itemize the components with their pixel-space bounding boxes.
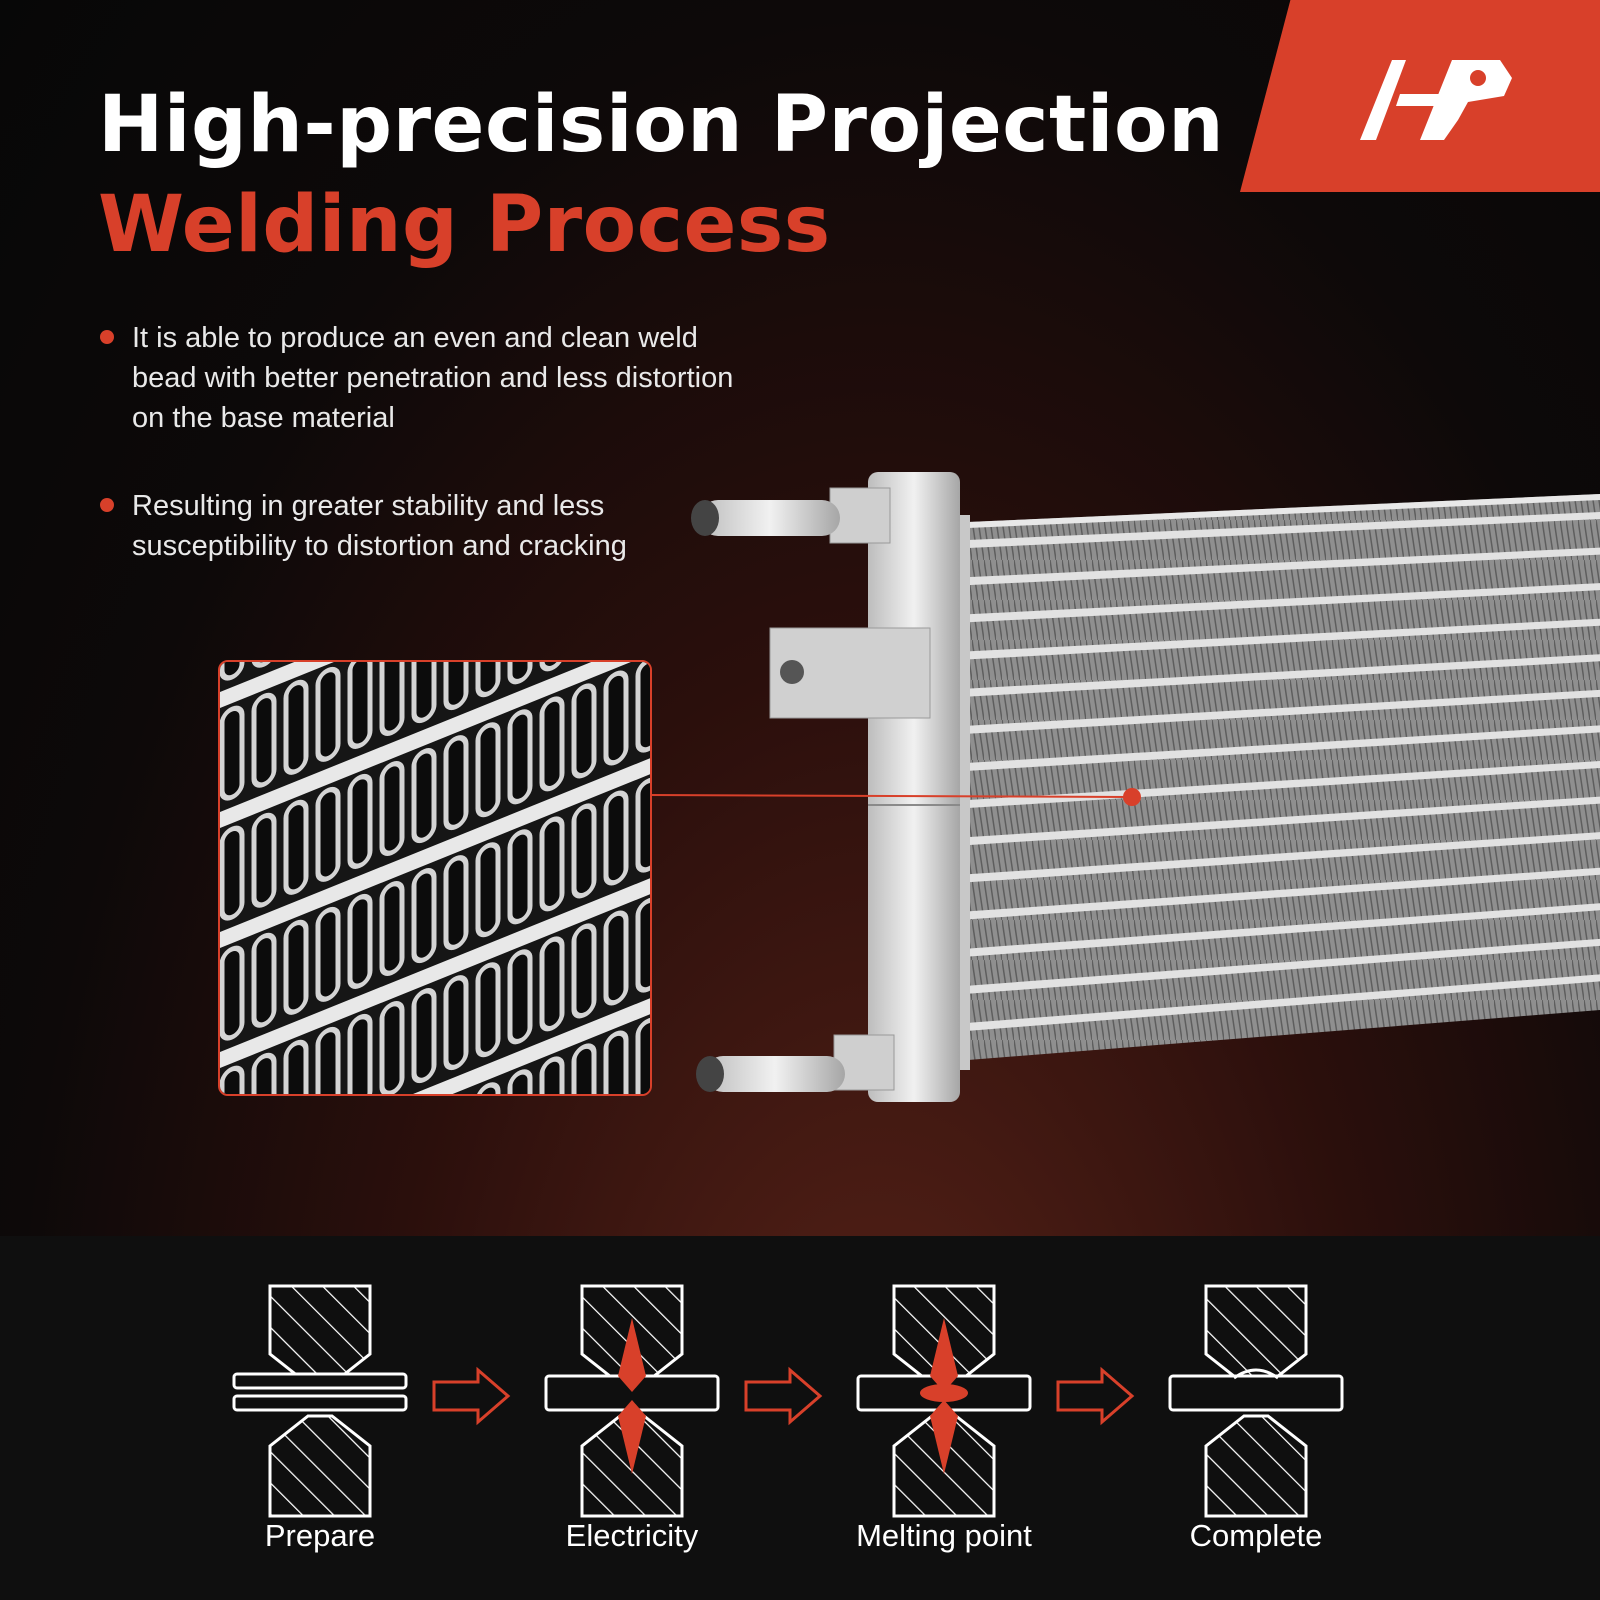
- process-arrow-icon: [432, 1366, 511, 1426]
- feature-item: Resulting in greater stability and less …: [98, 486, 738, 566]
- feature-text: It is able to produce an even and clean …: [132, 322, 734, 434]
- step-label-complete: Complete: [1189, 1518, 1323, 1553]
- fin-closeup-image: [220, 662, 650, 1094]
- headline-line-2: Welding Process: [98, 180, 831, 270]
- process-arrow-icon: [1056, 1366, 1135, 1426]
- process-step-illustration: [1168, 1284, 1344, 1518]
- feature-text: Resulting in greater stability and less …: [132, 490, 627, 562]
- process-step-illustration: [856, 1284, 1135, 1518]
- step-label-electricity: Electricity: [565, 1518, 699, 1553]
- step-label-prepare: Prepare: [264, 1518, 376, 1553]
- headline-line-1: High-precision Projection: [98, 80, 1225, 170]
- bullet-dot-icon: [100, 498, 114, 512]
- process-step-illustration: [544, 1284, 823, 1518]
- fin-closeup-inset: [218, 660, 652, 1096]
- condenser-tubes: [968, 512, 1600, 1031]
- feature-list: It is able to produce an even and clean …: [98, 318, 738, 614]
- bullet-dot-icon: [100, 330, 114, 344]
- process-step-illustration: [232, 1284, 511, 1518]
- step-label-melting-point: Melting point: [856, 1518, 1032, 1553]
- welding-process-diagram: [232, 1284, 1344, 1518]
- process-arrow-icon: [744, 1366, 823, 1426]
- brand-logo-tab: [1240, 0, 1600, 192]
- process-band: [0, 1236, 1600, 1600]
- brand-logo-icon: [1360, 60, 1512, 140]
- feature-item: It is able to produce an even and clean …: [98, 318, 738, 438]
- condenser-product-image: [649, 472, 1600, 1102]
